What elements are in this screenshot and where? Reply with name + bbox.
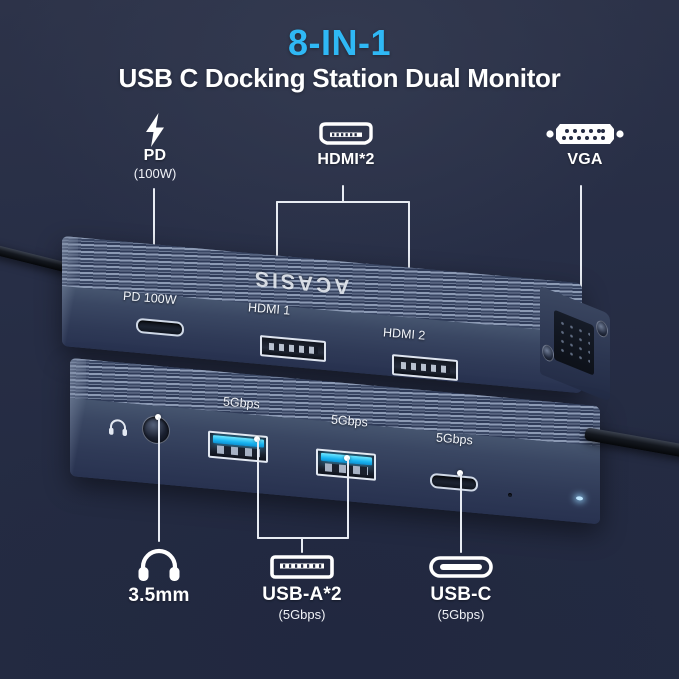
bottom-dock-unit <box>70 358 600 525</box>
page-subtitle: USB C Docking Station Dual Monitor <box>118 63 561 93</box>
leader-line-usb-a-1 <box>257 439 259 539</box>
page-title: 8-IN-1 <box>287 22 392 63</box>
device-label-usb-a-1-speed: 5Gbps <box>222 394 261 412</box>
callout-vga-label: VGA <box>567 151 603 168</box>
vga-screw-hole-bottom <box>542 342 554 364</box>
leader-line-usb-a-2 <box>347 458 349 539</box>
port-vga <box>554 309 594 376</box>
leader-bracket-usb-a <box>257 537 349 539</box>
hdmi-1-contacts <box>269 343 318 354</box>
usb-a-1-contacts <box>216 445 261 458</box>
callout-usb-a: USB-A*2 (5Gbps) <box>253 552 351 622</box>
callout-pd-sublabel: (100W) <box>133 166 177 181</box>
hdmi-2-contacts <box>401 362 450 373</box>
bottom-unit-status-led <box>576 496 583 501</box>
callout-hdmi-label: HDMI*2 <box>317 151 375 168</box>
reset-pinhole <box>508 492 512 498</box>
callout-usb-a-sublabel: (5Gbps) <box>278 607 326 622</box>
usb-c-port-icon <box>412 552 510 580</box>
port-usb-a-2 <box>316 448 376 481</box>
usb-a-port-icon <box>253 552 351 580</box>
callout-vga: VGA <box>535 118 635 169</box>
device-label-usb-a-2-speed: 5Gbps <box>330 412 369 430</box>
vga-screw-hole-top <box>596 318 608 340</box>
callout-pd: PD (100W) <box>108 113 202 181</box>
leader-bracket-hdmi-top <box>276 201 410 203</box>
headphone-icon <box>114 548 204 582</box>
callout-audio-label: 3.5mm <box>128 585 190 606</box>
port-usb-a-1 <box>208 430 268 464</box>
leader-line-vga <box>580 185 582 325</box>
leader-line-usb-c <box>460 473 462 553</box>
leader-line-hdmi-stem <box>342 185 344 202</box>
device-headphone-glyph <box>108 417 128 442</box>
top-unit-left-edge <box>62 236 78 348</box>
callout-hdmi: HDMI*2 <box>296 118 396 169</box>
callout-usb-c: USB-C (5Gbps) <box>412 552 510 622</box>
hdmi-port-icon <box>296 118 396 148</box>
vga-pin-holes <box>558 317 590 369</box>
leader-line-audio <box>158 417 160 542</box>
callout-audio: 3.5mm <box>114 548 204 607</box>
device-label-usb-c-speed: 5Gbps <box>435 430 474 448</box>
callout-usb-c-sublabel: (5Gbps) <box>437 607 485 622</box>
lightning-bolt-icon <box>108 113 202 147</box>
leader-line-usb-a-stem <box>301 537 303 553</box>
callout-usb-a-label: USB-A*2 <box>262 584 342 605</box>
bottom-unit-left-edge <box>70 358 86 478</box>
callout-pd-label: PD <box>143 147 167 164</box>
callout-usb-c-label: USB-C <box>430 584 492 605</box>
vga-port-icon <box>535 118 635 148</box>
